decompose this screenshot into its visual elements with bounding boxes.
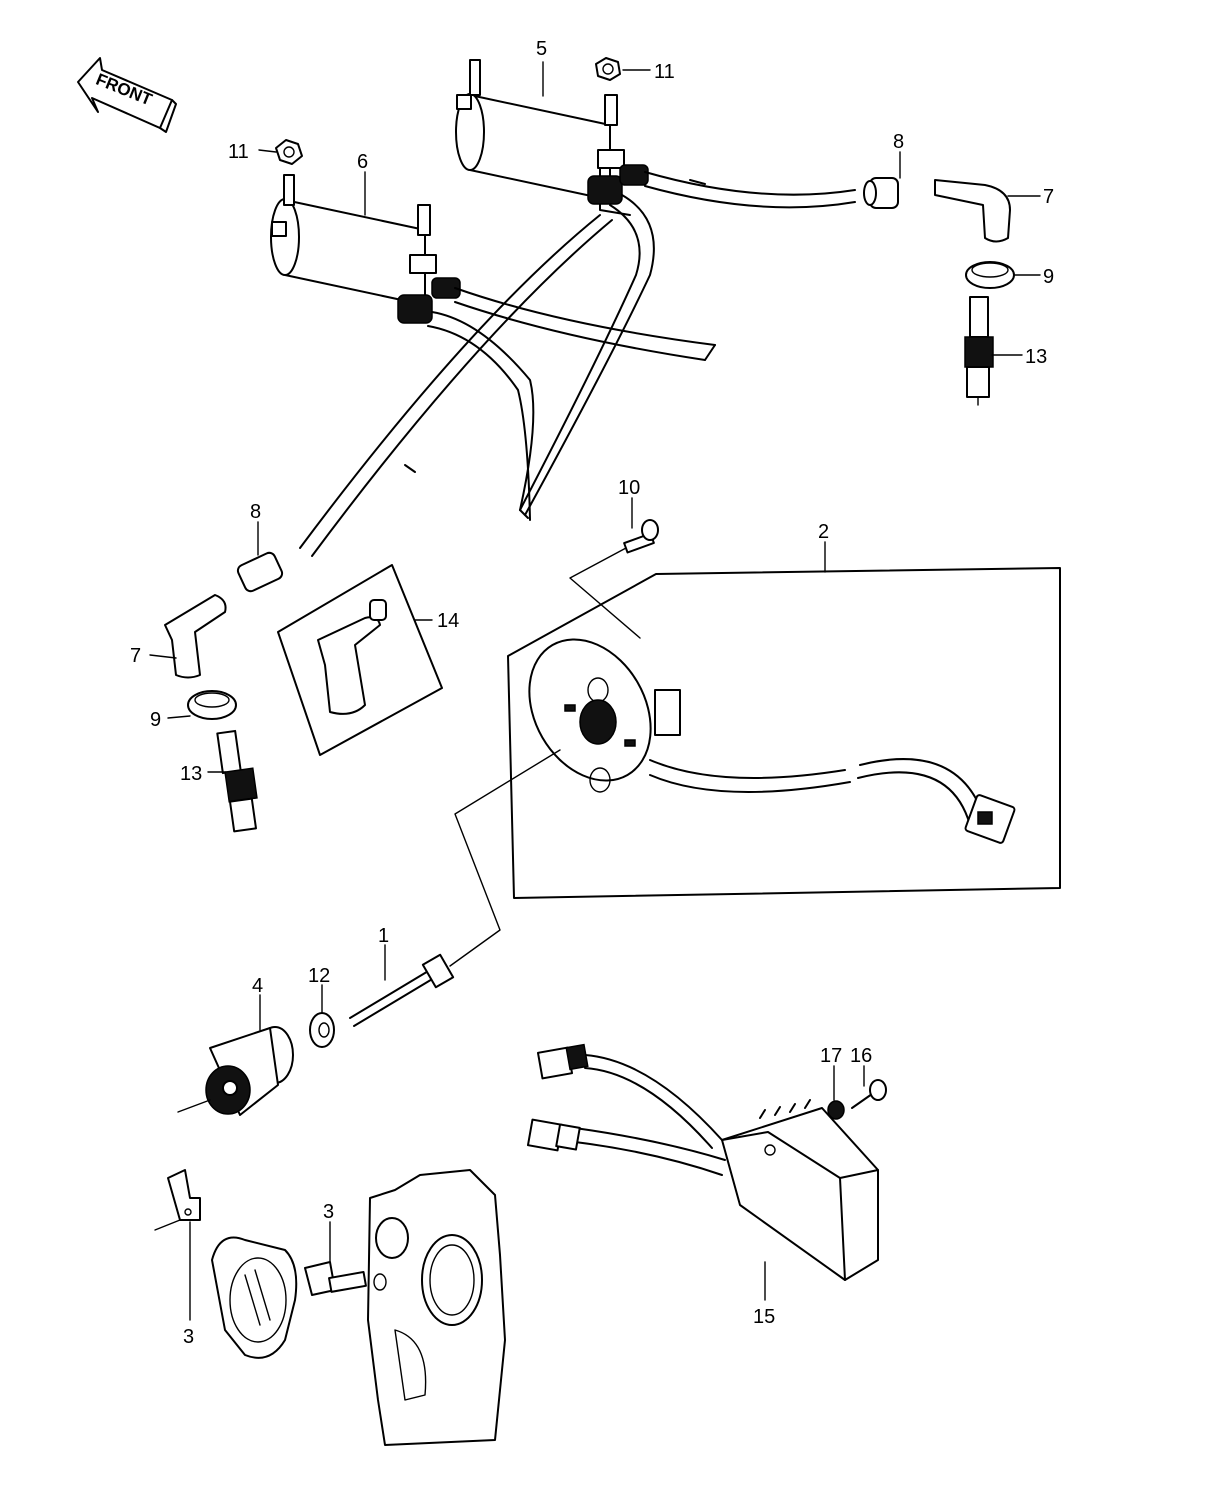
hv-lead-left [299,214,601,549]
callout-7-right: 7 [1043,186,1054,208]
washer-17 [827,1100,845,1120]
plug-cap-14-box [277,564,443,756]
seal-9-right [965,261,1015,289]
ic-igniter-15 [721,1099,879,1281]
callout-1: 1 [378,925,389,947]
callout-17: 17 [820,1045,842,1067]
front-arrow-icon: FRONT [77,57,177,133]
callout-11-left: 11 [228,141,249,163]
plug-cap-8-right [863,177,899,209]
coil5-cable [524,194,655,516]
plug-cap-7-left [164,594,227,679]
callout-6: 6 [357,151,368,173]
connector-b [526,1118,581,1152]
callout-2: 2 [818,521,829,543]
coil6-cable-b [431,311,535,511]
connector-a [536,1043,589,1080]
seal-plate [211,1236,298,1359]
callout-9-left: 9 [150,709,161,731]
callout-8-left: 8 [250,501,261,523]
ignition-coil-6 [270,174,461,324]
seal-9-left [187,690,237,720]
leader-10 [569,547,641,639]
hv-lead-upper [644,171,856,196]
spark-plug-13-left [216,729,258,833]
igniter-wire-b [574,1127,726,1161]
callout-4: 4 [252,975,263,997]
washer-12 [309,1012,335,1048]
engine-cover [367,1169,506,1446]
callout-8-right: 8 [893,131,904,153]
screw-10 [623,519,659,554]
callout-7-left: 7 [130,645,141,667]
igniter-wire-a [584,1054,723,1141]
callout-13-left: 13 [180,763,202,785]
leader-1 [449,749,561,967]
callout-3-right: 3 [323,1201,334,1223]
callout-15: 15 [753,1306,775,1328]
bolt-1 [349,953,455,1027]
callout-16: 16 [850,1045,872,1067]
bolt-16 [851,1079,887,1109]
bracket-3-right [304,1261,367,1296]
callout-14: 14 [437,610,459,632]
callout-13-right: 13 [1025,346,1047,368]
ignition-coil-5 [455,59,649,216]
callout-10: 10 [618,477,640,499]
plug-cap-8-left [236,551,284,593]
pickup-coil-box-2 [507,567,1061,899]
callout-11-upper: 11 [654,61,675,83]
callout-9-right: 9 [1043,266,1054,288]
nut-11-left [275,139,303,165]
nut-11-upper [595,57,621,81]
leader-lines [149,61,1041,1321]
plug-cap-7-right [934,179,1011,243]
spark-plug-13-right [964,296,994,406]
callout-5: 5 [536,38,547,60]
callout-12: 12 [308,965,330,987]
bracket-3-left [154,1169,201,1231]
coil6-cable-a [454,287,716,346]
callout-3-left: 3 [183,1326,194,1348]
advancer-4 [177,1026,294,1116]
